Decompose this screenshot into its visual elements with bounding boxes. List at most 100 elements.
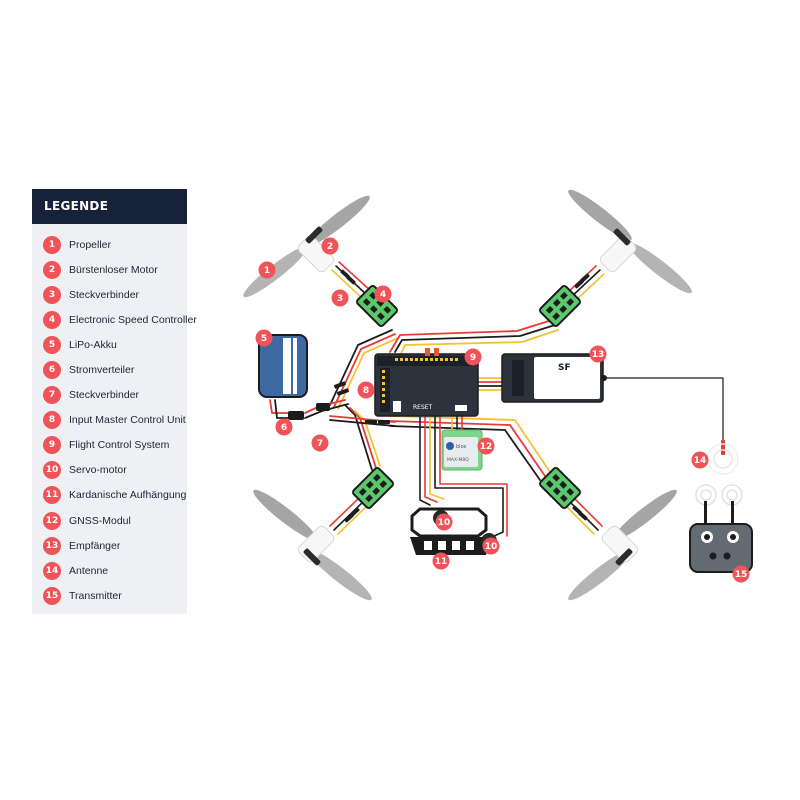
lipo-battery [258, 334, 308, 398]
legend-label: LiPo-Akku [69, 338, 117, 351]
legend-label: Kardanische Aufhängung [69, 489, 187, 502]
motor-bottom-right [568, 489, 677, 601]
legend-badge: 15 [43, 586, 61, 605]
legend-item-antenna: 14 Antenne [43, 558, 187, 583]
transmitter [689, 484, 753, 573]
legend-item-esc: 4 Electronic Speed Controller [43, 307, 197, 332]
svg-text:5: 5 [261, 334, 267, 344]
marker-3: 3 [331, 289, 349, 307]
esc-bottom-left [352, 467, 394, 509]
marker-11: 11 [432, 552, 450, 570]
legend-label: Steckverbinder [69, 288, 140, 301]
marker-13: 13 [589, 345, 607, 363]
motor-bottom-left [253, 489, 372, 601]
esc-bottom-right [539, 467, 581, 509]
svg-text:3: 3 [337, 294, 343, 304]
svg-text:9: 9 [470, 353, 476, 363]
antenna [707, 440, 739, 475]
marker-10b: 10 [482, 537, 500, 555]
fc-reset-label: RESET [413, 404, 433, 411]
svg-text:13: 13 [592, 350, 605, 360]
legend-badge: 10 [43, 461, 61, 480]
legend-title: LEGENDE [32, 189, 187, 224]
legend-badge: 14 [43, 561, 61, 580]
legend-label: Propeller [69, 238, 112, 251]
legend-item-gnss: 12 GNSS-Modul [43, 508, 187, 533]
legend-item-imcu: 8 Input Master Control Unit [43, 408, 187, 433]
svg-text:10: 10 [438, 518, 451, 528]
fc-pin-header [382, 358, 458, 403]
gnss-model-text: MAX-M8Q [447, 457, 469, 463]
legend-label: Electronic Speed Controller [69, 313, 197, 326]
gnss-module: blox MAX-M8Q [441, 429, 483, 471]
legend-badge: 2 [43, 260, 61, 279]
receiver: SF [501, 353, 607, 403]
legend-item-power-distributor: 6 Stromverteiler [43, 357, 187, 382]
receiver-label: SF [558, 363, 571, 373]
legend-item-transmitter: 15 Transmitter [43, 583, 187, 608]
legend-label: GNSS-Modul [69, 514, 131, 527]
legend-label: Transmitter [69, 589, 122, 602]
motor-connectors [333, 269, 590, 523]
svg-text:10: 10 [485, 542, 498, 552]
svg-text:14: 14 [694, 456, 707, 466]
legend-item-receiver: 13 Empfänger [43, 533, 187, 558]
gnss-chip-text: blox [456, 444, 466, 450]
legend-label: Servo-motor [69, 464, 127, 477]
legend-label: Flight Control System [69, 439, 170, 452]
svg-text:15: 15 [735, 570, 748, 580]
motor-top-left [243, 195, 370, 298]
svg-text:7: 7 [317, 439, 323, 449]
legend-badge: 6 [43, 361, 61, 380]
legend-item-propeller: 1 Propeller [43, 232, 187, 257]
marker-6: 6 [275, 418, 293, 436]
legend-badge: 1 [43, 235, 61, 254]
motor-top-right [568, 189, 692, 294]
legend-badge: 5 [43, 335, 61, 354]
legend-badge: 13 [43, 536, 61, 555]
marker-7: 7 [311, 434, 329, 452]
marker-2: 2 [321, 237, 339, 255]
marker-8: 8 [357, 381, 375, 399]
legend-badge: 8 [43, 411, 61, 430]
legend-item-gimbal: 11 Kardanische Aufhängung [43, 483, 187, 508]
legend-label: Empfänger [69, 539, 121, 552]
marker-1: 1 [258, 261, 276, 279]
legend-item-connector: 3 Steckverbinder [43, 282, 187, 307]
legend-item-connector-2: 7 Steckverbinder [43, 383, 187, 408]
svg-text:8: 8 [363, 386, 369, 396]
marker-4: 4 [374, 285, 392, 303]
flight-controller: RESET [374, 348, 479, 417]
svg-text:11: 11 [435, 557, 448, 567]
legend-label: Bürstenloser Motor [69, 263, 158, 276]
legend-badge: 7 [43, 386, 61, 405]
marker-14: 14 [691, 451, 709, 469]
svg-text:1: 1 [264, 266, 270, 276]
power-distributor [288, 403, 330, 420]
legend-label: Antenne [69, 564, 109, 577]
marker-10a: 10 [435, 513, 453, 531]
svg-text:12: 12 [480, 442, 493, 452]
legend-item-servo: 10 Servo-motor [43, 458, 187, 483]
marker-12: 12 [477, 437, 495, 455]
svg-text:6: 6 [281, 423, 287, 433]
legend-item-battery: 5 LiPo-Akku [43, 332, 187, 357]
marker-5: 5 [255, 329, 273, 347]
legend-label: Steckverbinder [69, 389, 140, 402]
legend-item-motor: 2 Bürstenloser Motor [43, 257, 187, 282]
legend-badge: 11 [43, 486, 61, 505]
legend-panel: LEGENDE 1 Propeller 2 Bürstenloser Motor 3… [32, 189, 197, 614]
legend-label: Input Master Control Unit [69, 414, 186, 427]
svg-text:2: 2 [327, 242, 333, 252]
legend-item-fcs: 9 Flight Control System [43, 433, 187, 458]
marker-9: 9 [464, 348, 482, 366]
marker-15: 15 [732, 565, 750, 583]
legend-badge: 4 [43, 310, 61, 329]
legend-badge: 3 [43, 285, 61, 304]
legend-badge: 9 [43, 436, 61, 455]
legend-label: Stromverteiler [69, 364, 135, 377]
legend-badge: 12 [43, 511, 61, 530]
svg-text:4: 4 [380, 290, 386, 300]
